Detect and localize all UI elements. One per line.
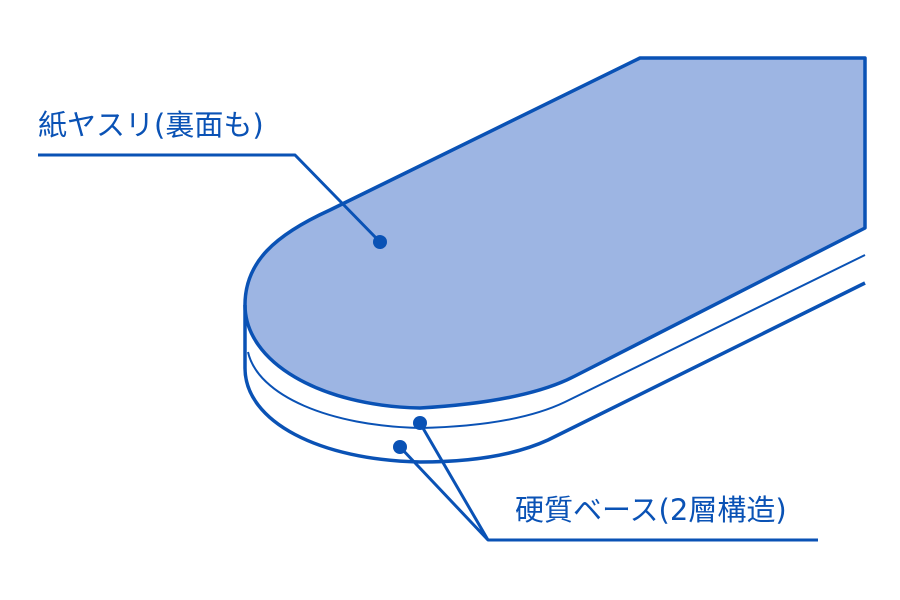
label-hard-base: 硬質ベース(2層構造) — [515, 493, 787, 527]
marker-dot-sandpaper — [373, 235, 387, 249]
marker-dot-layer-2 — [393, 440, 407, 454]
leader-line-bottom — [398, 422, 818, 542]
leader-line-top — [38, 153, 382, 244]
top-surface-sandpaper — [243, 56, 867, 410]
bottom-layer-edge — [243, 281, 866, 464]
marker-dot-layer-1 — [413, 416, 427, 430]
label-sandpaper: 紙ヤスリ(裏面も) — [38, 108, 264, 142]
